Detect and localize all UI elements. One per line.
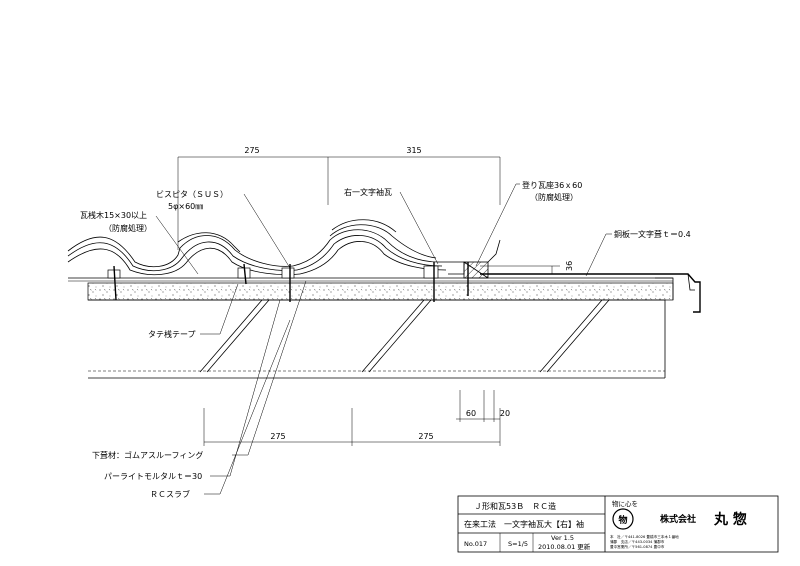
label-ridge-seat-treatment: （防腐処理） bbox=[530, 192, 578, 202]
drawing-date: 2010.08.01 更新 bbox=[538, 542, 591, 551]
bottom-dimensions: 275 275 60 20 bbox=[203, 390, 510, 446]
drawing-version: Ver 1.5 bbox=[551, 534, 574, 542]
title-block: Ｊ形和瓦53Ｂ ＲＣ造 在来工法 一文字袖瓦大【右】袖 No.017 S=1/5… bbox=[457, 495, 779, 553]
top-labels: ビスピタ（ＳＵＳ） 5φ×60㎜ 瓦桟木15×30以上 （防腐処理） 右一文字袖… bbox=[80, 180, 691, 277]
company-seal-icon bbox=[612, 508, 634, 530]
label-tape: タテ桟テープ bbox=[148, 329, 196, 339]
label-edge-tile: 右一文字袖瓦 bbox=[344, 187, 392, 197]
roof-tiles bbox=[67, 219, 501, 276]
bottom-labels: タテ桟テープ 下葺材：ゴムアスルーフィング パーライトモルタルｔ＝30 ＲＣスラ… bbox=[92, 280, 307, 499]
label-batten-treatment: （防腐処理） bbox=[104, 223, 152, 233]
company-address-2: 蒲郡 支店／〒443-0034 蒲郡市 bbox=[610, 539, 665, 544]
label-copper-plate: 銅板一文字葺ｔ＝0.4 bbox=[614, 229, 691, 239]
company-address-3: 豊中営業所／〒561-0874 豊中市 bbox=[610, 544, 665, 549]
drawing-scale: S=1/5 bbox=[508, 540, 528, 548]
company-seal-char: 物 bbox=[618, 514, 627, 526]
company-address-1: 本 社／〒441-8026 豊橋市三本木１番地 bbox=[610, 534, 679, 539]
dim-60: 60 bbox=[466, 409, 476, 418]
mortar-layer bbox=[68, 277, 674, 301]
top-dimension: 275 315 bbox=[177, 146, 501, 250]
company-name: 丸 惣 bbox=[713, 511, 747, 528]
dim-top-right: 315 bbox=[406, 146, 421, 155]
rc-slab bbox=[88, 299, 666, 379]
label-mortar: パーライトモルタルｔ＝30 bbox=[104, 472, 202, 481]
title-line2: 在来工法 一文字袖瓦大【右】袖 bbox=[464, 519, 584, 529]
title-line1: Ｊ形和瓦53Ｂ ＲＣ造 bbox=[474, 501, 556, 511]
battens bbox=[107, 265, 439, 279]
label-slab: ＲＣスラブ bbox=[150, 489, 190, 499]
drawing-number: No.017 bbox=[464, 540, 487, 548]
dim-top-left: 275 bbox=[244, 146, 259, 155]
company-motto: 物に心を bbox=[612, 499, 638, 508]
label-batten: 瓦桟木15×30以上 bbox=[80, 210, 147, 220]
dim-bottom-left: 275 bbox=[270, 432, 285, 441]
copper-plate-edge bbox=[480, 265, 701, 313]
label-underlay: 下葺材：ゴムアスルーフィング bbox=[92, 450, 203, 460]
label-screw-size: 5φ×60㎜ bbox=[168, 202, 203, 211]
company-prefix: 株式会社 bbox=[660, 513, 696, 525]
label-screw: ビスピタ（ＳＵＳ） bbox=[156, 190, 228, 199]
label-ridge-seat: 登り瓦座36ｘ60 bbox=[522, 180, 582, 190]
dim-20: 20 bbox=[500, 409, 510, 418]
dim-36: 36 bbox=[565, 261, 574, 271]
dim-bottom-right: 275 bbox=[418, 432, 433, 441]
screws bbox=[113, 262, 469, 302]
